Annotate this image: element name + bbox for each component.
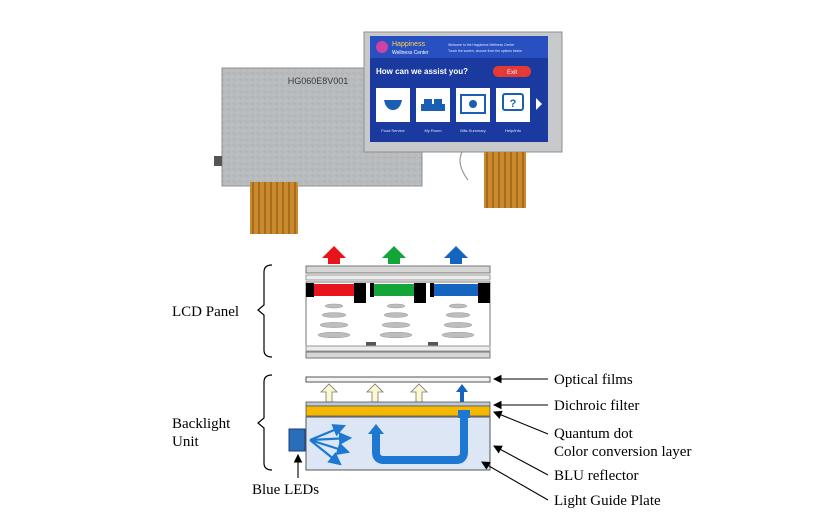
flex-cable-left [250,182,298,234]
bed-icon [421,104,445,111]
rgb-output-arrows [322,246,468,264]
red-color-filter [314,284,354,296]
screen-action-button[interactable] [493,66,531,77]
screen-tile-bills[interactable]: Bills Summary [456,88,490,133]
screen-tile-help[interactable]: ? Help/Info [496,88,530,133]
connector-left [214,156,222,166]
callout-dichroic-filter: Dichroic filter [554,398,639,414]
tile-label: Help/Info [505,128,522,133]
product-photo-svg: HG060E8V001 Happiness Wellness Center We… [214,31,563,234]
blue-arrow-icon [444,246,468,264]
bowl-icon [384,100,402,110]
led-rays [309,424,353,466]
blu-label-line-1: Backlight [172,416,231,432]
blue-light-arrow-icon [456,384,468,402]
structure-diagram: LCD Panel Backlight Unit [0,240,828,513]
white-light-arrows [320,383,428,403]
recycle-arrowhead-icon [368,424,384,434]
lc-molecules [317,303,475,339]
wire [459,151,469,181]
green-arrow-icon [382,246,406,264]
top-polarizer [305,274,491,281]
certificate-icon [460,94,486,114]
screen-action-button-label: Exit [507,70,517,76]
lcd-panel-label: LCD Panel [172,304,239,320]
callout-quantum-dot-line-2: Color conversion layer [554,444,691,460]
screen-question: How can we assist you? [376,67,468,76]
header-info-line-2: Touch the screen, choose from the option… [448,49,522,53]
brand-line-2: Wellness Center [392,50,429,56]
backlight-unit-group: Backlight Unit [172,374,273,471]
brand-line-1: Happiness [392,41,426,48]
bottom-polarizer [305,345,491,352]
blue-led [288,428,306,452]
structure-diagram-svg: LCD Panel Backlight Unit [172,246,691,509]
recycled-light-path [372,418,468,464]
callout-optical-films: Optical films [554,372,633,388]
svg-text:?: ? [510,98,517,110]
lcd-panel [305,265,491,359]
dichroic-filter [305,401,491,407]
bottom-glass [305,351,491,359]
top-glass [305,265,491,274]
blue-color-filter [434,284,478,296]
quantum-dot-layer [305,405,491,417]
tile-label: Bills Summary [460,128,486,133]
red-arrow-icon [322,246,346,264]
callout-quantum-dot-line-1: Quantum dot [554,426,634,442]
black-matrix [354,283,366,303]
tile-label: My Room [424,128,442,133]
screen-next-arrow-icon[interactable] [536,98,542,110]
header-info-line-1: Welcome to the Happiness Wellness Center [448,43,515,47]
tile-label: Food Service [381,128,405,133]
blu-bracket [257,374,273,471]
module-back-label: HG060E8V001 [288,76,349,86]
callout-arrows [293,374,549,501]
optical-films [305,376,491,383]
tft-electrode [428,342,438,346]
screen-tile-room[interactable]: My Room [416,88,450,133]
brand-logo-icon [376,41,388,53]
help-icon [502,93,524,111]
flex-cable-right [484,152,526,208]
callout-blu-reflector: BLU reflector [554,468,639,484]
screen-tile-food[interactable]: Food Service [376,88,410,133]
product-photo: HG060E8V001 Happiness Wellness Center We… [0,0,828,255]
green-color-filter [374,284,414,296]
lcd-module-front: Happiness Wellness Center Welcome to the… [363,31,563,208]
blu-label-line-2: Unit [172,434,200,450]
tft-electrode [366,342,376,346]
callout-light-guide-plate: Light Guide Plate [554,493,661,509]
lcd-bracket [257,264,273,358]
lcd-panel-group: LCD Panel [172,264,273,358]
blue-leds-label: Blue LEDs [252,482,319,498]
